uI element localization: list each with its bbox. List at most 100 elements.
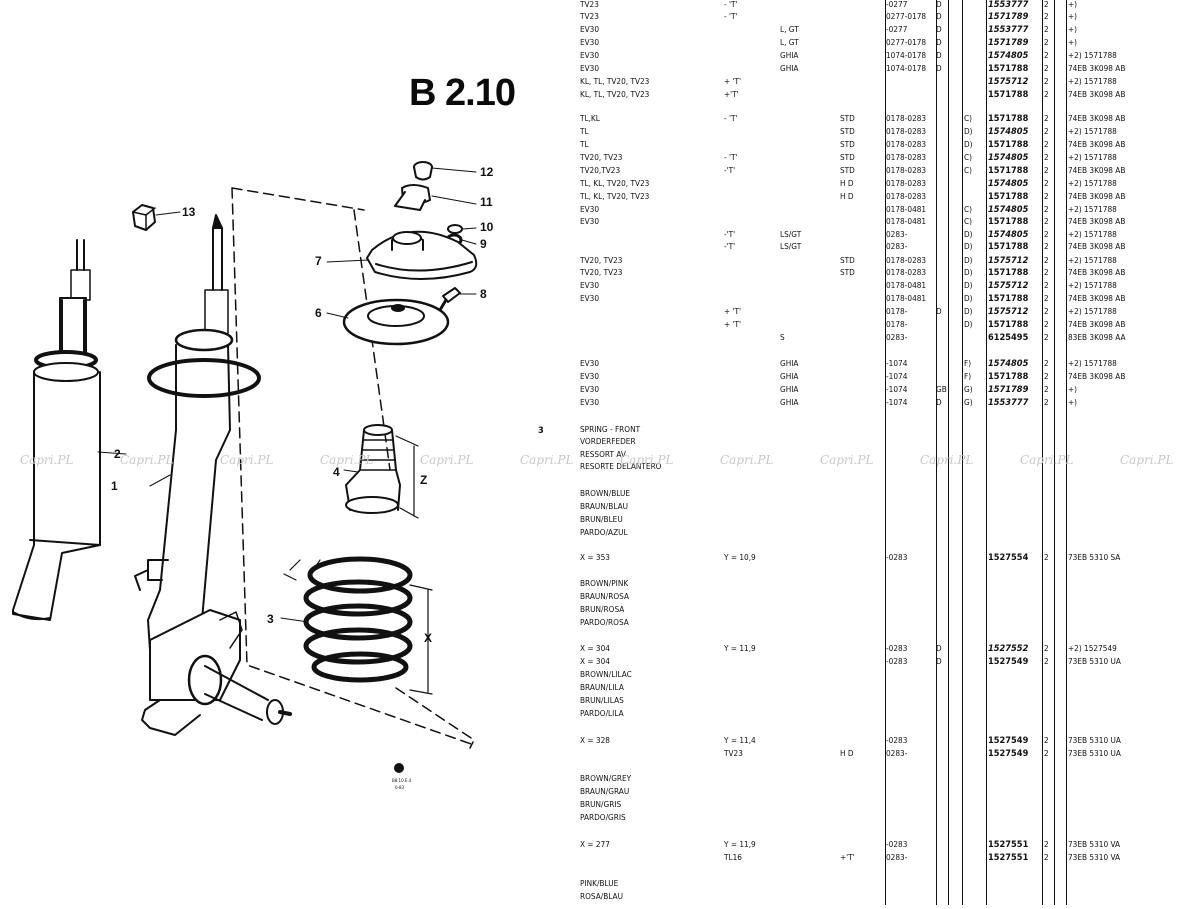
column-rule [885,0,886,905]
table-cell: VORDERFEDER [580,437,636,446]
table-cell: GHIA [780,385,799,394]
table-cell: 1074-0178 [886,51,927,60]
table-cell: 2 [1044,38,1049,47]
table-cell: TL, KL, TV20, TV23 [580,179,650,188]
watermark-text: Capri.PL [20,453,74,467]
table-cell: 0277-0178 [886,12,927,21]
table-cell: D [936,25,942,34]
table-cell: 1571788 [988,217,1029,227]
table-cell: +'T' [840,853,855,862]
table-cell: +2) 1571788 [1068,153,1117,162]
table-cell: 2 [1044,51,1049,60]
table-cell: 1571789 [988,38,1029,48]
table-cell: 0178-0283 [886,268,927,277]
table-cell: 1527552 [988,644,1029,654]
callout-4: 4 [333,465,340,479]
table-cell: 1527551 [988,840,1029,850]
table-cell: 74EB 3K098 AB [1068,64,1126,73]
table-cell: 1574805 [988,51,1029,61]
table-cell: 1574805 [988,153,1029,163]
strut-knuckle-part [134,214,292,736]
table-cell: L, GT [780,25,799,34]
table-cell: 74EB 3K098 AB [1068,114,1126,123]
table-cell: 2 [1044,268,1049,277]
table-cell: 1571789 [988,12,1029,22]
table-cell: 0178-0283 [886,140,927,149]
table-cell: D) [964,281,973,290]
table-cell: 0283- [886,230,908,239]
table-cell: X = 277 [580,840,610,849]
table-cell: D [936,51,942,60]
table-cell: GHIA [780,398,799,407]
table-cell: - 'T' [724,0,738,9]
column-rule [1066,0,1067,905]
table-cell: -0277 [886,0,908,9]
table-cell: X = 304 [580,644,610,653]
table-cell: SPRING - FRONT [580,425,641,434]
table-cell: 0283- [886,749,908,758]
callout-7: 7 [315,254,322,268]
stamp-dot [394,763,404,773]
table-cell: 0178-0283 [886,256,927,265]
table-cell: 1571788 [988,372,1029,382]
table-cell: H D [840,179,854,188]
table-cell: TV20, TV23 [580,268,623,277]
table-cell: +2) 1571788 [1068,256,1117,265]
table-cell: 1571788 [988,294,1029,304]
table-cell: 2 [1044,114,1049,123]
table-cell: TL [580,127,589,136]
table-cell: +2) 1571788 [1068,205,1117,214]
table-cell: 74EB 3K098 AB [1068,90,1126,99]
table-cell: 2 [1044,853,1049,862]
table-cell: 1575712 [988,281,1029,291]
table-cell: EV30 [580,281,600,290]
table-cell: D) [964,230,973,239]
table-cell: 1571788 [988,320,1029,330]
washer-part-10 [447,224,463,234]
table-cell: 73EB 5310 VA [1068,840,1121,849]
table-cell: BRUN/BLEU [580,515,623,524]
table-cell: 2 [1044,256,1049,265]
table-cell: GHIA [780,359,799,368]
table-cell: BROWN/LILAC [580,670,632,679]
table-cell: 73EB 5310 UA [1068,657,1121,666]
table-cell: -'T' [724,166,736,175]
table-cell: 73EB 5310 VA [1068,853,1121,862]
table-cell: F) [964,372,972,381]
nut-part-13 [132,204,156,231]
watermark-text: Capri.PL [620,453,674,467]
table-cell: -0283 [886,840,908,849]
callout-10: 10 [480,220,494,234]
table-cell: 2 [1044,77,1049,86]
table-cell: TV23 [580,0,599,9]
table-cell: +2) 1571788 [1068,179,1117,188]
table-cell: 1553777 [988,25,1029,35]
table-cell: TL, KL, TV20, TV23 [580,192,650,201]
table-cell: 0178-0283 [886,114,927,123]
table-cell: 2 [1044,25,1049,34]
table-cell: ROSA/BLAU [580,892,623,901]
table-cell: EV30 [580,398,600,407]
table-cell: G) [964,385,973,394]
callout-11: 11 [480,195,493,209]
table-cell: KL, TL, TV20, TV23 [580,90,650,99]
watermark-text: Capri.PL [220,453,274,467]
table-cell: D [936,12,942,21]
table-cell: 73EB 5310 UA [1068,749,1121,758]
table-cell: BRAUN/ROSA [580,592,630,601]
callout-9: 9 [480,237,487,251]
callout-1: 1 [111,479,118,493]
table-cell: TL16 [724,853,742,862]
table-cell: 2 [1044,385,1049,394]
table-cell: C) [964,153,973,162]
table-cell: + 'T' [724,77,742,86]
table-cell: 2 [1044,153,1049,162]
table-cell: 1571789 [988,385,1029,395]
table-cell: 1571788 [988,140,1029,150]
table-cell: 2 [1044,127,1049,136]
table-cell: PARDO/LILA [580,709,624,718]
table-cell: 1574805 [988,359,1029,369]
table-cell: +2) 1571788 [1068,359,1117,368]
table-cell: C) [964,205,973,214]
table-cell: 0178-0283 [886,192,927,201]
